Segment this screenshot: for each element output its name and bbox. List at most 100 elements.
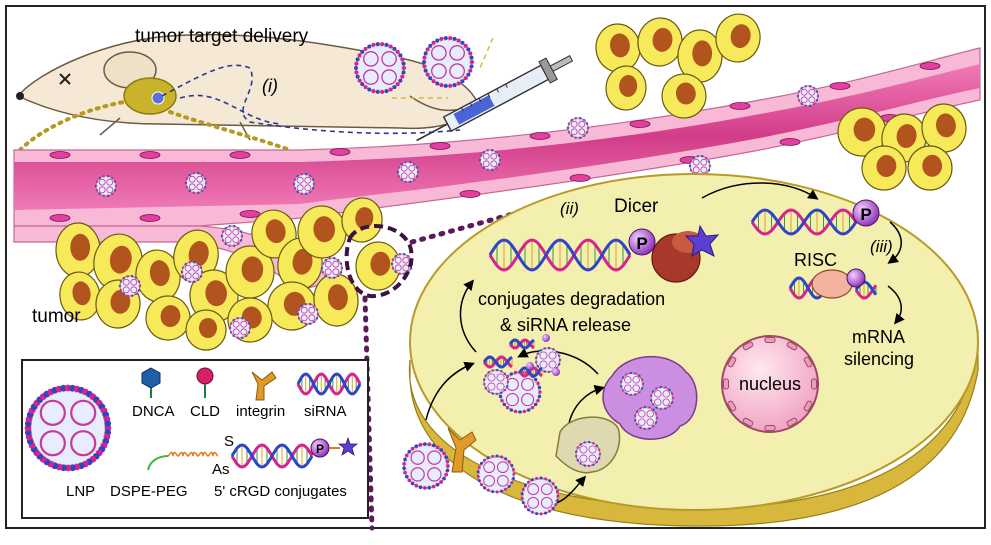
cld-icon (196, 367, 214, 398)
lnp-particle (292, 173, 316, 195)
legend-sense: S (224, 433, 234, 450)
lnp-group-top (354, 36, 474, 94)
phosphate-label-ii: P (636, 234, 647, 253)
tumor-cell (297, 205, 347, 259)
tumor-cell (677, 29, 723, 83)
tumor-cell (661, 73, 707, 119)
dicer-enzyme (651, 224, 720, 283)
endothelial-nucleus (529, 132, 551, 140)
endothelial-nucleus (49, 214, 71, 222)
endothelial-nucleus (569, 174, 591, 182)
integrin-receptor (447, 427, 477, 473)
title: tumor target delivery (135, 26, 309, 47)
label-step-ii: (ii) (560, 199, 579, 218)
tumor-cell (185, 309, 227, 351)
sirna-conjugate-released (488, 238, 632, 272)
tumor-cell-cluster (55, 13, 967, 351)
label-silencing-2: silencing (844, 349, 914, 369)
legend-phosphate: P (316, 442, 324, 456)
risc-complex (811, 268, 866, 299)
legend-lnp: LNP (66, 483, 95, 500)
lnp-particle (566, 117, 590, 139)
endothelial-nucleus (729, 102, 751, 110)
lnp-particle (184, 172, 208, 194)
tumor-cell (59, 271, 101, 321)
lnp-particle (228, 317, 252, 339)
lnp-particle (476, 454, 516, 494)
lnp-particle (296, 303, 320, 325)
endothelial-nucleus (629, 120, 651, 128)
tumor-cell (837, 107, 887, 157)
integrin-icon (251, 371, 277, 401)
zoom-circle (344, 224, 414, 299)
label-silencing-1: mRNA (852, 327, 905, 347)
lnp-particle (118, 275, 142, 297)
lnp-particle (220, 225, 244, 247)
endothelial-nucleus (829, 82, 851, 90)
mouse-tumor (123, 77, 177, 115)
tumor-cell (605, 65, 647, 111)
label-dicer: Dicer (614, 196, 659, 217)
tumor-cell (341, 197, 383, 243)
lnp-particle (94, 175, 118, 197)
lnp-particle (483, 368, 510, 396)
syringe (416, 55, 574, 142)
lnp-particle (396, 161, 420, 183)
lnp-particle (320, 257, 344, 279)
lnp-particle (575, 440, 602, 468)
lnp-particle (634, 405, 659, 431)
label-tumor: tumor (32, 306, 81, 327)
endothelial-nucleus (329, 148, 351, 156)
lnp-particle (520, 476, 560, 516)
lnp-particle (180, 261, 204, 283)
tumor-cell (637, 17, 683, 67)
tumor-cell (921, 103, 967, 153)
tumor-cell (595, 23, 641, 73)
lnp-particle (402, 442, 450, 490)
label-degradation-2: & siRNA release (500, 315, 631, 335)
dnca-icon (141, 367, 161, 398)
endothelial-nucleus (429, 142, 451, 150)
endothelial-nucleus (49, 151, 71, 159)
conjugate-icon (230, 443, 314, 469)
lnp-particle (796, 85, 820, 107)
lnp-in-cell (402, 346, 675, 516)
nucleus (721, 335, 819, 433)
released-sirna-fragments (482, 334, 560, 378)
legend-antisense: As (212, 461, 230, 478)
tumor-cell (313, 273, 359, 327)
endothelial-cells (49, 62, 941, 222)
sirna-icon (296, 372, 362, 396)
legend-cld: CLD (190, 403, 220, 420)
tumor-cell (907, 145, 953, 191)
endothelial-nucleus (139, 151, 161, 159)
label-nucleus: nucleus (739, 374, 801, 394)
dspe-peg-icon (147, 451, 219, 471)
tumor-cell (55, 222, 101, 278)
lnp-particle (24, 384, 112, 472)
label-risc: RISC (794, 250, 837, 270)
endothelial-nucleus (229, 151, 251, 159)
legend-dnca: DNCA (132, 403, 175, 420)
zoom-line-lower (362, 295, 375, 531)
zoom-line-right (168, 110, 292, 152)
phosphate-label-top: P (860, 205, 871, 224)
lnp-in-vessel (94, 85, 820, 197)
lnp-particle (620, 371, 645, 397)
endothelial-nucleus (139, 214, 161, 222)
tumor-cell (861, 145, 907, 191)
zoom-line-upper (409, 209, 523, 245)
lnp-particle (422, 36, 474, 88)
legend-conjugates: 5' cRGD conjugates (214, 483, 347, 500)
lnp-particle (354, 42, 406, 94)
label-degradation-1: conjugates degradation (478, 289, 665, 309)
lnp-particle (535, 346, 562, 374)
endothelial-nucleus (779, 138, 801, 146)
legend-integrin: integrin (236, 403, 285, 420)
tumor-cell (225, 245, 275, 299)
lnp-particle (390, 253, 414, 275)
label-step-i: (i) (262, 76, 278, 96)
label-step-iii: (iii) (870, 237, 893, 256)
